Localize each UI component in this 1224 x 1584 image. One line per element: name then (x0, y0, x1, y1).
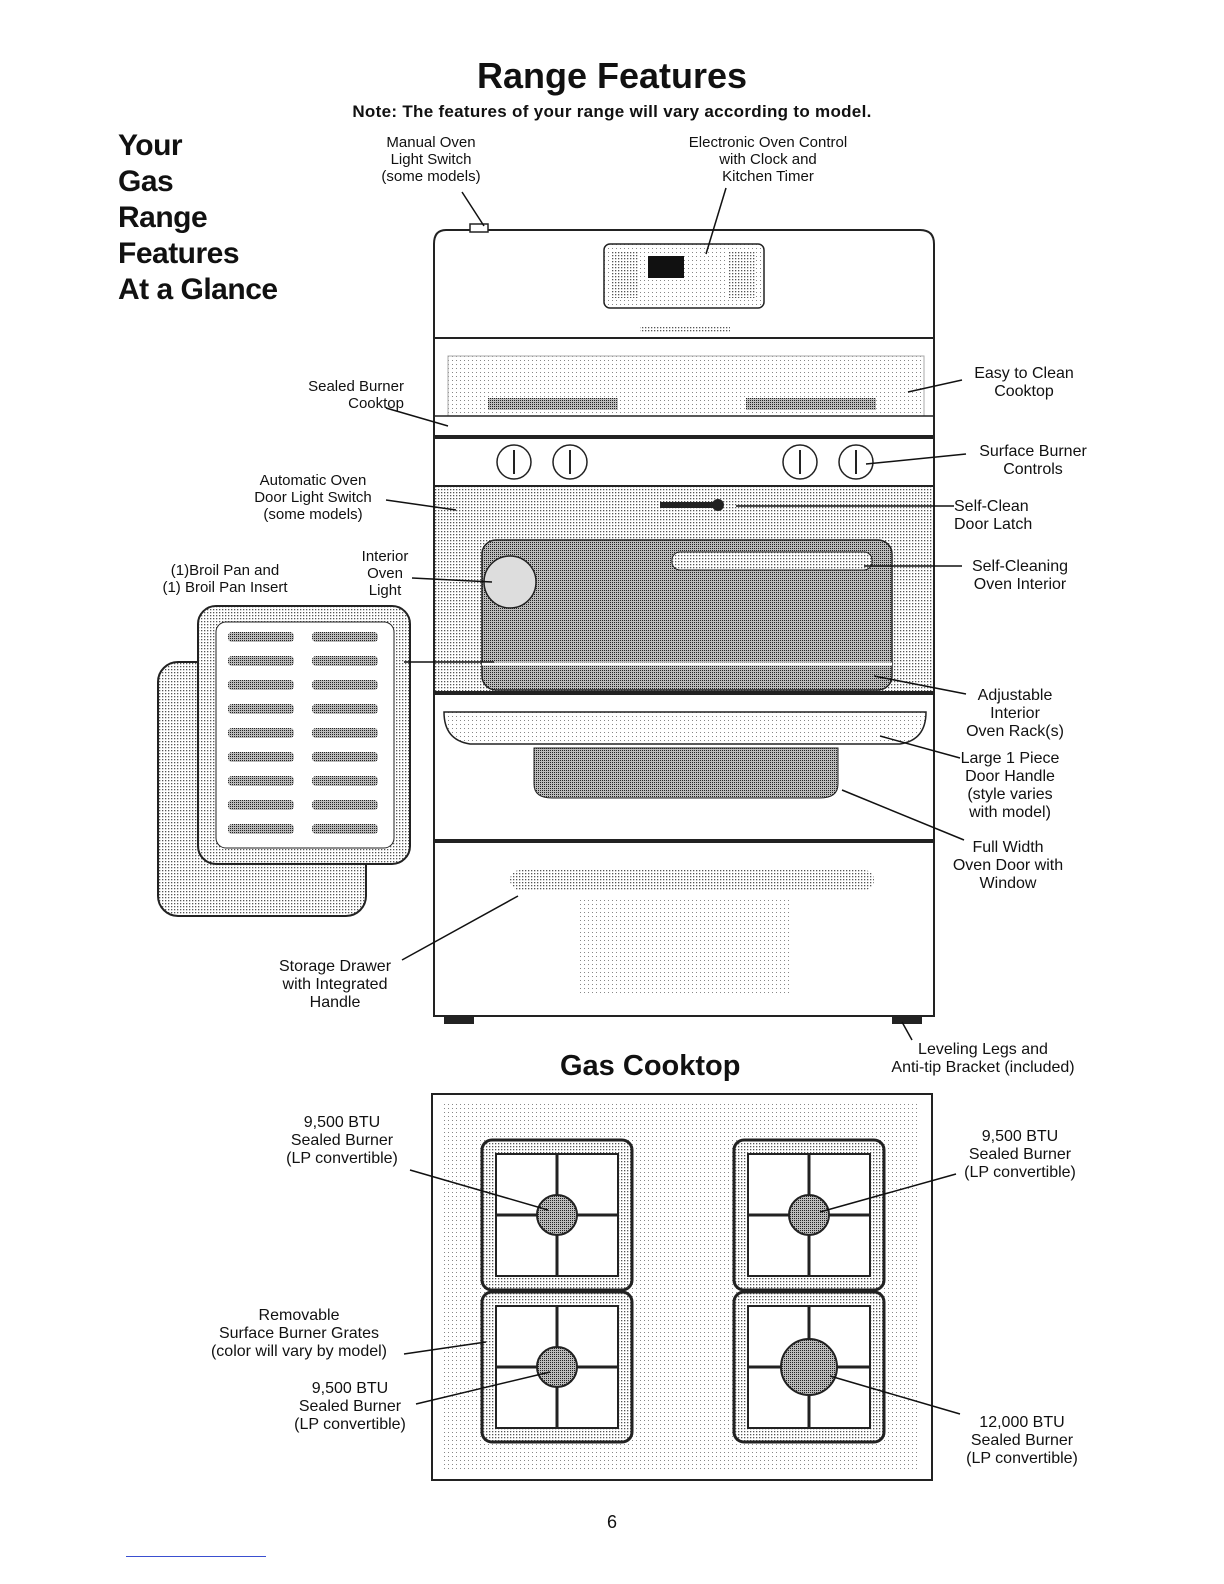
oven-cavity (433, 485, 935, 693)
range-leader-lines (385, 187, 967, 1041)
heading-line: Range (118, 201, 208, 234)
page-number: 6 (606, 1512, 617, 1532)
label-surface-burner-controls: Surface Burner Controls (979, 443, 1087, 478)
label-left-rear-burner: 9,500 BTU Sealed Burner (LP convertible) (286, 1114, 398, 1167)
cooktop-leader-lines (403, 1169, 961, 1415)
broil-pan (157, 605, 411, 917)
label-electronic-oven-control: Electronic Oven Control with Clock and K… (688, 134, 848, 185)
label-door-handle: Large 1 Piece Door Handle (style varies … (960, 750, 1060, 821)
label-easy-to-clean-cooktop: Easy to Clean Cooktop (974, 365, 1074, 400)
label-leveling-legs: Leveling Legs and Anti-tip Bracket (incl… (891, 1041, 1075, 1076)
label-adjustable-oven-racks: Adjustable Interior Oven Rack(s) (966, 687, 1064, 740)
cooktop-title: Gas Cooktop (560, 1050, 741, 1082)
section-heading: Your Gas Range Features At a Glance (118, 128, 278, 308)
label-right-rear-burner: 9,500 BTU Sealed Burner (LP convertible) (964, 1128, 1076, 1181)
heading-line: Your (118, 129, 183, 162)
label-storage-drawer: Storage Drawer with Integrated Handle (278, 958, 392, 1011)
heading-line: Gas (118, 165, 174, 198)
label-interior-oven-light: Interior Oven Light (361, 548, 409, 599)
label-self-clean-door-latch: Self-Clean Door Latch (954, 498, 1033, 533)
label-automatic-oven-door-light-switch: Automatic Oven Door Light Switch (some m… (254, 472, 372, 523)
heading-line: At a Glance (118, 273, 278, 306)
label-self-cleaning-oven-interior: Self-Cleaning Oven Interior (971, 558, 1069, 593)
knob-strip (433, 437, 935, 487)
model-note: Note: The features of your range will va… (352, 102, 872, 121)
cooktop-surface (433, 337, 935, 437)
label-surface-burner-grates: Removable Surface Burner Grates (color w… (210, 1307, 388, 1360)
cooktop-detail (431, 1093, 933, 1481)
label-broil-pan: (1)Broil Pan and (1) Broil Pan Insert (162, 562, 288, 596)
storage-drawer-illustration (433, 841, 935, 1024)
footer-rule (126, 1556, 266, 1557)
control-panel (433, 223, 935, 339)
oven-door (433, 693, 935, 841)
label-left-front-burner: 9,500 BTU Sealed Burner (LP convertible) (294, 1380, 406, 1433)
label-right-front-burner: 12,000 BTU Sealed Burner (LP convertible… (966, 1414, 1078, 1467)
label-sealed-burner-cooktop: Sealed Burner Cooktop (308, 378, 404, 412)
label-manual-oven-light-switch: Manual Oven Light Switch (some models) (381, 134, 481, 185)
page-title: Range Features (476, 55, 748, 96)
label-full-width-oven-door: Full Width Oven Door with Window (952, 839, 1064, 892)
heading-line: Features (118, 237, 240, 270)
